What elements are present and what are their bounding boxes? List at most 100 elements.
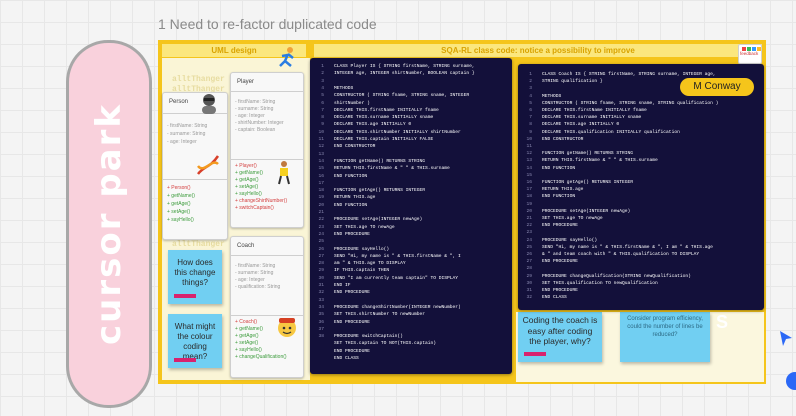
code-line-number: 9 — [321, 122, 324, 128]
feedback-icon[interactable]: feedback — [738, 44, 762, 64]
code-line: RETURN THIS.firstName & " " & THIS.surna… — [542, 158, 658, 164]
method: + Person() — [167, 185, 191, 191]
ghost-label: alltThanger — [172, 240, 225, 249]
code-line-number: 5 — [321, 93, 324, 99]
code-line-number: 7 — [529, 115, 532, 121]
author-cursor-tag: M Conway — [680, 78, 754, 96]
code-line-number: 21 — [318, 210, 324, 215]
uml-design-header: UML design — [162, 44, 306, 57]
attribute: - captain: Boolean — [235, 127, 276, 133]
code-line: END FUNCTION — [334, 202, 368, 208]
code-line: PROCEDURE setAge(INTEGER newAge) — [334, 217, 423, 223]
code-line: FUNCTION getAge() RETURNS INTEGER — [334, 188, 425, 194]
method: + Coach() — [235, 319, 258, 325]
code-line-number: 25 — [318, 239, 324, 245]
code-line-number: 11 — [526, 144, 532, 149]
code-line-number: 13 — [526, 158, 532, 164]
code-line-number: 13 — [318, 151, 324, 157]
code-line: STRING qualification } — [542, 79, 603, 85]
code-line-number: 10 — [318, 129, 324, 135]
code-line-number: 22 — [526, 223, 532, 229]
person-class-card[interactable]: Person - firstName: String - surname: St… — [162, 92, 228, 240]
collaborator-avatar[interactable] — [786, 372, 796, 390]
code-line: SEND "Hi, my name is " & THIS.firstName … — [542, 244, 713, 250]
code-line: FUNCTION getAge() RETURNS INTEGER — [542, 180, 633, 185]
coach-emoji-icon — [278, 318, 296, 337]
code-line-number: 18 — [318, 188, 324, 194]
code-line: END IF — [334, 283, 351, 288]
code-line: SET THIS.age TO newAge — [334, 224, 395, 230]
method: + changeShirtNumber() — [235, 198, 288, 204]
code-line-number: 14 — [526, 165, 532, 171]
code-line-number: 8 — [529, 122, 532, 128]
code-line-number: 19 — [526, 201, 532, 207]
code-line-number: 16 — [526, 180, 532, 185]
sticky-note[interactable]: Consider program efficiency, could the n… — [620, 312, 710, 362]
method: + sayHello() — [235, 347, 262, 353]
method: + getAge() — [235, 177, 259, 183]
code-line-number: 23 — [526, 230, 532, 236]
sticky-note[interactable]: What might the colour coding mean? — [168, 314, 222, 368]
footballer-icon — [278, 161, 290, 185]
code-line-number: 26 — [526, 252, 532, 257]
code-line: END PROCEDURE — [334, 231, 370, 237]
code-line-number: 22 — [318, 217, 324, 223]
code-line-number: 16 — [318, 173, 324, 179]
attribute: - qualification: String — [235, 284, 281, 290]
code-line: am " & THIS.age TO DISPLAY — [334, 261, 406, 267]
code-line-number: 26 — [318, 246, 324, 252]
sticky-note[interactable]: How does this change things? — [168, 250, 222, 304]
code-line: DECLARE THIS.firstName INITIALLY fname — [542, 108, 647, 113]
code-line-number: 1 — [321, 64, 324, 69]
code-line: DECLARE THIS.captain INITIALLY FALSE — [334, 137, 434, 142]
code-line: SET THIS.age TO newAge — [542, 216, 603, 221]
sticky-note[interactable]: Coding the coach is easy after coding th… — [518, 312, 602, 362]
sticky-text: How does this change things? — [174, 258, 216, 287]
code-line: METHODS — [334, 85, 354, 91]
hidden-sticky-fragment: S — [716, 312, 729, 332]
code-line-number: 35 — [318, 312, 324, 318]
card-title: Coach — [237, 243, 255, 249]
code-line: SET THIS.qualification TO newQualificati… — [542, 280, 658, 286]
code-line: END PROCEDURE — [334, 290, 370, 296]
code-line: END PROCEDURE — [542, 259, 578, 265]
code-line-number: 31 — [318, 283, 324, 288]
code-line-number: 10 — [526, 136, 532, 142]
sqa-code-header: SQA-RL class code: notice a possibility … — [314, 44, 762, 57]
code-line-number: 19 — [318, 195, 324, 201]
attribute: - surname: String — [235, 270, 274, 276]
player-code-panel[interactable]: 1 CLASS Player IS { STRING firstName, STR… — [310, 58, 512, 374]
code-line: FUNCTION getName() RETURNS STRING — [334, 158, 425, 164]
code-line: END PROCEDURE — [542, 223, 578, 229]
player-class-card[interactable]: Player - firstName: String - surname: St… — [230, 72, 304, 228]
code-line-number: 34 — [318, 304, 324, 310]
code-line: shirtNumber ) — [334, 100, 370, 106]
code-line: SEND "Hi, my name is " & THIS.firstName … — [334, 253, 461, 259]
coach-class-card[interactable]: Coach - firstName: String - surname: Str… — [230, 236, 304, 378]
cursor-park-shape[interactable]: cursor park — [66, 40, 152, 408]
sticky-text: Consider program efficiency, could the n… — [627, 316, 703, 338]
cursor-arrow-icon — [780, 331, 792, 346]
code-line: METHODS — [542, 93, 562, 99]
frame-title: 1 Need to re-factor duplicated code — [158, 16, 377, 32]
code-line: SEND "I am currently team captain" TO DI… — [334, 275, 459, 281]
method: + getName() — [235, 170, 263, 176]
code-line: DECLARE THIS.age INITIALLY 0 — [542, 122, 620, 128]
sticky-text: Coding the coach is easy after coding th… — [522, 315, 598, 346]
code-line-number: 17 — [318, 180, 324, 186]
code-line: CLASS Player IS { STRING firstName, STRI… — [334, 64, 475, 69]
code-line-number: 15 — [526, 172, 532, 178]
code-line-number: 3 — [529, 86, 532, 92]
code-line-number: 5 — [529, 100, 532, 106]
attribute: - shirtNumber: Integer — [235, 120, 284, 126]
code-line-number: 30 — [318, 275, 324, 281]
code-line-number: 23 — [318, 224, 324, 230]
code-line: PROCEDURE setAge(INTEGER newAge) — [542, 208, 631, 214]
ghost-label: alltThanger — [172, 75, 225, 84]
code-line-number: 3 — [321, 78, 324, 84]
attribute: - firstName: String — [167, 123, 208, 129]
code-line-number: 27 — [526, 259, 532, 265]
code-line-number: 37 — [318, 326, 324, 332]
code-line: DECLARE THIS.surname INITIALLY sname — [542, 115, 642, 121]
